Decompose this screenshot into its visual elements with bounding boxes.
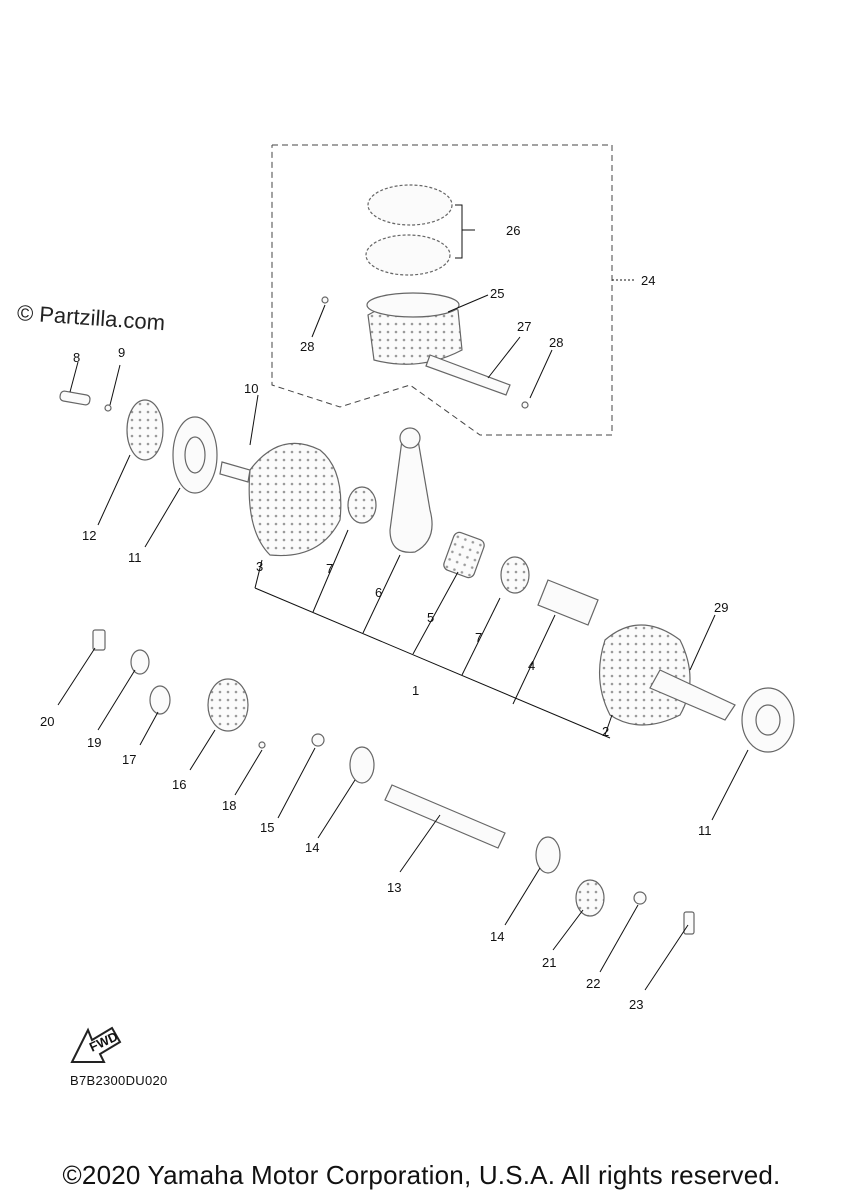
copyright-notice: ©2020 Yamaha Motor Corporation, U.S.A. A… bbox=[62, 1160, 781, 1190]
callout-18: 18 bbox=[222, 798, 236, 813]
crank-bearing-right[interactable] bbox=[741, 687, 795, 753]
connecting-rod[interactable] bbox=[389, 427, 433, 553]
callout-19: 19 bbox=[87, 735, 101, 750]
callout-28-right: 28 bbox=[549, 335, 563, 350]
balancer-gear[interactable] bbox=[149, 678, 249, 732]
crank-web-left[interactable] bbox=[248, 442, 342, 557]
needle-bearing[interactable] bbox=[442, 531, 486, 580]
callout-9: 9 bbox=[118, 345, 125, 360]
callout-13: 13 bbox=[387, 880, 401, 895]
crank-web-right[interactable] bbox=[598, 624, 736, 726]
crank-washers[interactable] bbox=[347, 486, 530, 594]
callout-22: 22 bbox=[586, 976, 600, 991]
callout-16: 16 bbox=[172, 777, 186, 792]
diagram-code: B7B2300DU020 bbox=[70, 1073, 168, 1088]
callout-14-left: 14 bbox=[305, 840, 319, 855]
callout-15: 15 bbox=[260, 820, 274, 835]
callout-7-left: 7 bbox=[326, 561, 333, 576]
callout-10: 10 bbox=[244, 381, 258, 396]
callout-7-right: 7 bbox=[475, 630, 482, 645]
crankshaft-stub[interactable] bbox=[219, 461, 251, 483]
small-hardware[interactable] bbox=[92, 629, 695, 935]
callout-14-right: 14 bbox=[490, 929, 504, 944]
balancer-shaft[interactable] bbox=[384, 784, 506, 849]
forward-arrow-icon: FWD bbox=[70, 1026, 122, 1063]
callout-23: 23 bbox=[629, 997, 643, 1012]
callout-3: 3 bbox=[256, 559, 263, 574]
crank-bearing-left[interactable] bbox=[172, 416, 218, 494]
callout-17: 17 bbox=[122, 752, 136, 767]
callout-25: 25 bbox=[490, 286, 504, 301]
callout-5: 5 bbox=[427, 610, 434, 625]
callout-8: 8 bbox=[73, 350, 80, 365]
piston-assembly-box bbox=[271, 144, 613, 436]
callout-1: 1 bbox=[412, 683, 419, 698]
leader-lines bbox=[57, 204, 749, 991]
drive-gear[interactable] bbox=[126, 399, 164, 461]
crank-pin[interactable] bbox=[537, 579, 599, 626]
callout-4: 4 bbox=[528, 658, 535, 673]
callout-6: 6 bbox=[375, 585, 382, 600]
callout-24: 24 bbox=[641, 273, 655, 288]
callout-26: 26 bbox=[506, 223, 520, 238]
callout-20: 20 bbox=[40, 714, 54, 729]
callout-27: 27 bbox=[517, 319, 531, 334]
callouts: 26 24 25 27 28 28 8 9 10 12 11 3 7 6 5 7… bbox=[40, 223, 728, 1012]
callout-29: 29 bbox=[714, 600, 728, 615]
balancer-bearings[interactable] bbox=[349, 746, 561, 874]
woodruff-key[interactable] bbox=[59, 390, 112, 412]
callout-21: 21 bbox=[542, 955, 556, 970]
callout-2: 2 bbox=[602, 724, 609, 739]
piston-rings[interactable] bbox=[365, 184, 453, 276]
callout-28-left: 28 bbox=[300, 339, 314, 354]
piston-pin[interactable] bbox=[321, 296, 529, 409]
callout-11-right: 11 bbox=[698, 823, 712, 838]
callout-11-left: 11 bbox=[128, 550, 142, 565]
callout-12: 12 bbox=[82, 528, 96, 543]
piston[interactable] bbox=[366, 292, 463, 365]
